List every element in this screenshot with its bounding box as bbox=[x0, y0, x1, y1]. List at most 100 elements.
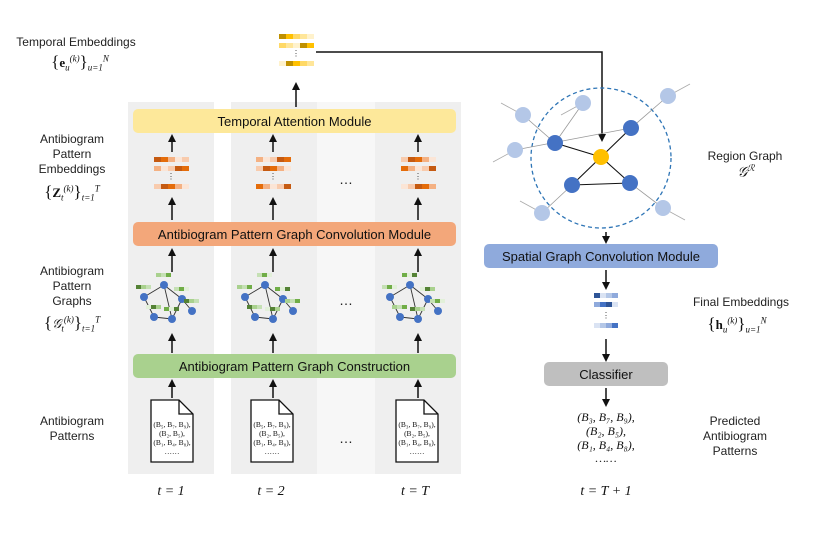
vector-cell bbox=[307, 61, 314, 66]
node-feature-cell bbox=[402, 273, 407, 277]
node-feature-cell bbox=[169, 307, 174, 311]
pattern-embeddings-label-2: Pattern bbox=[52, 147, 92, 161]
graph-edge bbox=[409, 284, 419, 320]
node-feature-cell bbox=[280, 287, 285, 291]
node-feature-cell bbox=[252, 305, 257, 309]
node-feature-cell bbox=[392, 305, 397, 309]
vertical-dots: ⋮ bbox=[292, 49, 300, 58]
graph-node bbox=[396, 313, 404, 321]
vector-cell bbox=[422, 166, 429, 171]
vector-cell bbox=[401, 166, 408, 171]
vector-cell bbox=[408, 157, 415, 162]
vertical-dots: ⋮ bbox=[167, 172, 175, 181]
vector-cell bbox=[286, 43, 293, 48]
vector-cell bbox=[168, 166, 175, 171]
document-fold bbox=[178, 400, 193, 415]
graph-node bbox=[386, 293, 394, 301]
temporal-embeddings-label: Temporal Embeddings bbox=[16, 35, 136, 49]
node-feature-cell bbox=[247, 285, 252, 289]
vector-cell bbox=[600, 323, 606, 328]
vector-cell bbox=[300, 61, 307, 66]
vector-cell bbox=[408, 184, 415, 189]
region-neighbor-node bbox=[575, 95, 591, 111]
graph-node bbox=[434, 307, 442, 315]
pattern-graphs-label-2: Pattern bbox=[52, 279, 92, 293]
graph-node bbox=[188, 307, 196, 315]
node-feature-cell bbox=[387, 285, 392, 289]
vector-cell bbox=[307, 34, 314, 39]
vector-cell bbox=[286, 34, 293, 39]
document-fold bbox=[423, 400, 438, 415]
patterns-label-1: Antibiogram bbox=[39, 414, 105, 428]
node-feature-cell bbox=[425, 287, 430, 291]
region-graph-math: 𝒢ℛ bbox=[737, 163, 755, 181]
vector-cell bbox=[401, 157, 408, 162]
document-line: …… bbox=[164, 447, 180, 456]
vector-cell bbox=[293, 61, 300, 66]
node-feature-cell bbox=[290, 299, 295, 303]
vector-cell bbox=[279, 34, 286, 39]
vector-cell bbox=[612, 302, 618, 307]
document-line: (B₁, B₄, B₈), bbox=[153, 438, 191, 447]
vector-cell bbox=[168, 184, 175, 189]
vector-cell bbox=[161, 184, 168, 189]
graph-node bbox=[289, 307, 297, 315]
region-node bbox=[564, 177, 580, 193]
node-feature-cell bbox=[397, 305, 402, 309]
spatial-convolution-module: Spatial Graph Convolution Module bbox=[484, 244, 718, 268]
graph-node bbox=[241, 293, 249, 301]
document-line: (B₅, B₇, B₉), bbox=[153, 420, 191, 429]
region-edge bbox=[630, 95, 669, 129]
prediction-line: (B₁, B₄, B₈), bbox=[577, 438, 635, 452]
vector-cell bbox=[256, 184, 263, 189]
vector-cell bbox=[408, 166, 415, 171]
vector-cell bbox=[161, 157, 168, 162]
node-feature-cell bbox=[407, 273, 412, 277]
node-feature-cell bbox=[285, 287, 290, 291]
vector-cell bbox=[293, 43, 300, 48]
prediction-line: (B₃, B₇, B₉), bbox=[577, 410, 635, 424]
region-edge bbox=[571, 182, 631, 186]
graph-node bbox=[168, 315, 176, 323]
node-feature-cell bbox=[247, 305, 252, 309]
graph-edge bbox=[264, 284, 274, 320]
region-node bbox=[547, 135, 563, 151]
vector-cell bbox=[154, 166, 161, 171]
prediction-line: …… bbox=[595, 451, 617, 465]
vector-cell bbox=[606, 302, 612, 307]
time-label-tT: t = T bbox=[400, 484, 430, 499]
node-feature-cell bbox=[257, 273, 262, 277]
vector-cell bbox=[270, 157, 277, 162]
node-feature-cell bbox=[412, 273, 417, 277]
vector-cell bbox=[154, 184, 161, 189]
vector-cell bbox=[600, 293, 606, 298]
node-feature-cell bbox=[189, 299, 194, 303]
document-line: (B₁, B₄, B₈), bbox=[398, 438, 436, 447]
temporal-embeddings-math: {eu(k)}u=1N bbox=[51, 52, 109, 73]
vector-cell bbox=[182, 166, 189, 171]
temporal-attention-module: Temporal Attention Module bbox=[133, 109, 456, 133]
predicted-label-1: Predicted bbox=[709, 414, 761, 428]
region-neighbor-node bbox=[655, 200, 671, 216]
vector-cell bbox=[161, 166, 168, 171]
graph-node bbox=[261, 281, 269, 289]
node-feature-cell bbox=[267, 273, 272, 277]
vector-cell bbox=[279, 43, 286, 48]
vector-cell bbox=[300, 34, 307, 39]
vector-cell bbox=[284, 166, 291, 171]
ellipsis-embeddings: … bbox=[339, 171, 353, 187]
vector-cell bbox=[256, 157, 263, 162]
document-line: (B₂, B₅), bbox=[259, 429, 285, 438]
pattern-graphs-label-3: Graphs bbox=[52, 294, 92, 308]
vector-cell bbox=[182, 184, 189, 189]
node-feature-cell bbox=[194, 299, 199, 303]
region-edge bbox=[554, 102, 584, 144]
node-feature-cell bbox=[161, 273, 166, 277]
node-feature-cell bbox=[164, 307, 169, 311]
graph-node bbox=[269, 315, 277, 323]
node-feature-cell bbox=[146, 285, 151, 289]
vector-cell bbox=[154, 157, 161, 162]
region-node bbox=[623, 120, 639, 136]
vector-cell bbox=[401, 184, 408, 189]
